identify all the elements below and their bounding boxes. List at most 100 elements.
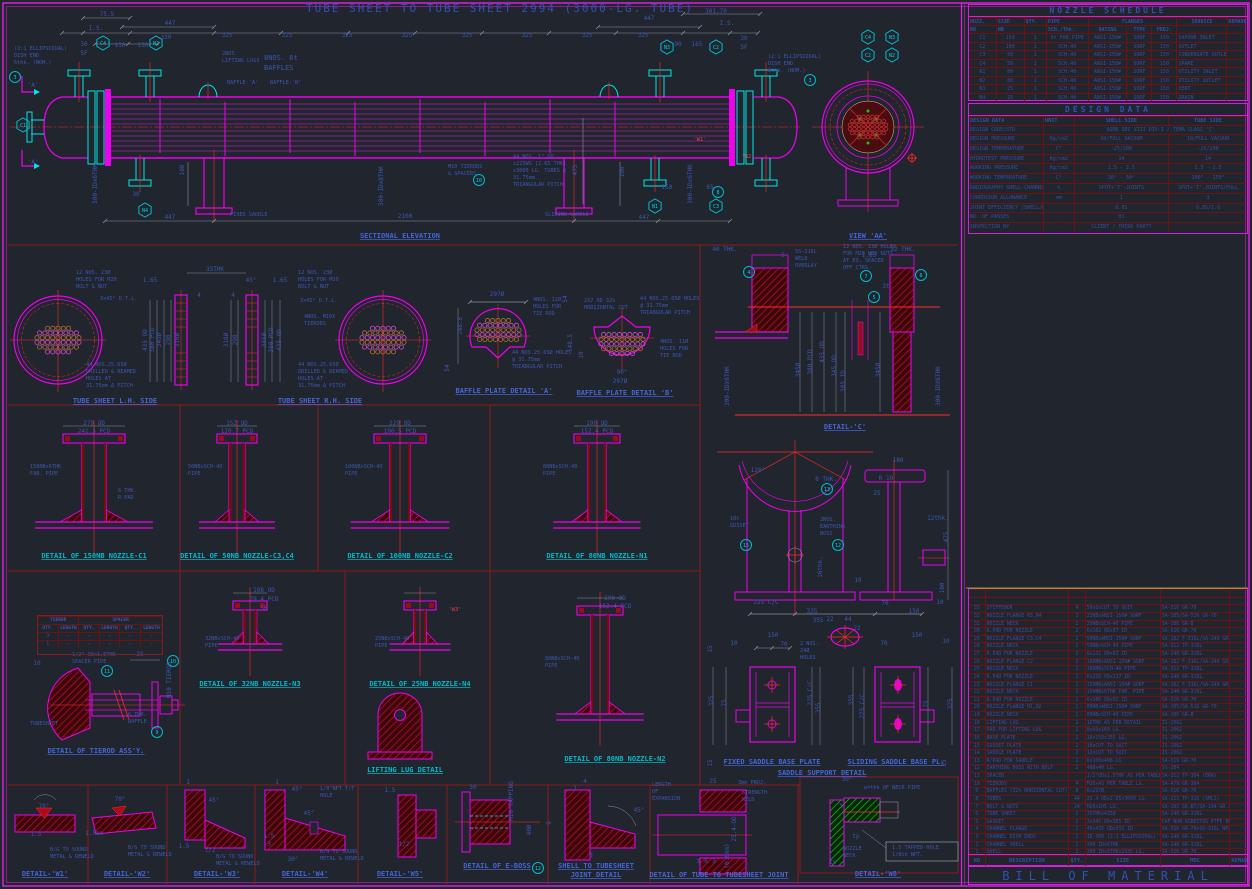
dim-label: 3mm PROJ. — [738, 780, 766, 786]
table-cell: EARTHING BOSS WITH BOLT — [985, 764, 1070, 772]
table-cell: 16 — [969, 733, 986, 742]
table-cell: 1 — [1069, 650, 1086, 658]
table-cell: 1 — [1069, 657, 1086, 666]
table-cell — [1230, 604, 1247, 612]
dim-label: 70° — [39, 803, 50, 810]
table-cell: 2 — [1069, 619, 1086, 628]
table-cell: -25/200 — [1169, 143, 1247, 154]
dim-label: 2NOS. — [222, 51, 238, 57]
col-header: QTY. — [79, 624, 100, 632]
table-cell: SADDLE PLATE — [985, 749, 1070, 757]
dim-label: AT EQ. SPACED — [843, 258, 884, 264]
dim-label: HOLES FOR M20 — [298, 277, 339, 283]
dim-label: SF — [740, 44, 748, 51]
detail-label: LIFTING LUG DETAIL — [367, 766, 443, 774]
table-cell: SPARE — [1177, 58, 1228, 67]
dim-label: TRIANGULAR PITCH — [513, 182, 563, 188]
table-cell: 1 — [1069, 665, 1086, 673]
table-cell: 1 — [1024, 84, 1047, 93]
dim-label: 325 — [342, 32, 353, 39]
table-cell — [985, 596, 1070, 605]
detail-label: DETAIL OF 25NB NOZZLE-N4 — [369, 680, 470, 688]
table-cell: NOZZLE NECK — [985, 665, 1070, 673]
dim-label: 380 PCD — [268, 327, 275, 353]
design-data-title: DESIGN DATA — [968, 103, 1248, 116]
table-cell: SA-312 TP-316L — [1160, 642, 1231, 650]
table-cell: 26 — [969, 657, 986, 666]
table-cell: – — [99, 640, 121, 648]
table-cell: 150NBx6THK FAB. PIPE — [1085, 688, 1161, 696]
dim-label: 45° — [634, 807, 645, 814]
dim-label: 65 — [706, 184, 714, 191]
table-cell — [1230, 833, 1247, 841]
table-cell: 80NBxANSI-150# SORF — [1085, 703, 1161, 711]
dim-label: 100NBxSCH-40 — [345, 464, 382, 470]
table-cell — [1230, 611, 1247, 620]
table-cell: SPACER — [985, 772, 1070, 780]
svg-text:8: 8 — [716, 190, 719, 196]
dim-label: 1.65 — [862, 252, 877, 259]
item-balloon-11: 11 — [101, 665, 113, 677]
table-cell: – — [99, 632, 121, 640]
dim-label: 301.70 — [705, 8, 727, 15]
table-cell: 10xCUT TO SUIT — [1085, 741, 1161, 750]
dim-label: METAL & REWELD — [320, 856, 364, 862]
table-cell — [1227, 84, 1247, 93]
dim-label: 16thk. — [817, 556, 824, 578]
svg-text:3: 3 — [13, 75, 16, 81]
table-cell: 80NBxSCH-40 PIPE — [1085, 711, 1161, 719]
dim-label: 305 ID — [840, 370, 847, 392]
table-cell: 3x345 ODx305 ID — [1085, 817, 1161, 826]
table-cell: -25/200 — [1074, 143, 1170, 154]
dim-label: 330 — [161, 34, 172, 41]
table-cell: SA-182 F-316L/SA-240 GR-316L — [1160, 657, 1231, 666]
table-cell: SA-213 TP-316 (SMLS) — [1160, 794, 1231, 803]
dim-label: & SPACERS — [448, 171, 476, 177]
table-cell: SA-106 GR-B — [1160, 711, 1231, 719]
dim-label: PIPE — [205, 643, 218, 649]
table-cell: NOZZLE NECK — [985, 619, 1070, 628]
dim-label: TIE ROD — [660, 353, 682, 359]
table-cell: - — [1044, 212, 1075, 223]
table-cell: 32 — [969, 611, 986, 620]
dim-label: BOSS — [820, 531, 833, 537]
dim-label: 300-IDx8THK — [378, 166, 385, 206]
dim-label: 4 — [583, 778, 587, 785]
table-cell: 1 — [1069, 848, 1086, 856]
dim-label: 75 — [923, 700, 930, 708]
table-cell: 2 — [1069, 695, 1086, 704]
table-cell: 35THKx435Ø — [1085, 810, 1161, 818]
table-cell: NOZZLE FLANGE C2 — [985, 657, 1070, 666]
nozzle-balloon-N1: N1 — [648, 198, 662, 214]
svg-text:C4: C4 — [100, 41, 106, 47]
svg-text:5: 5 — [872, 295, 875, 301]
dim-label: tn — [829, 859, 837, 866]
svg-text:C4: C4 — [865, 35, 871, 41]
table-cell: 6x132 ODx63 ID — [1085, 650, 1161, 658]
dim-label: 4NOS. 11Ø — [533, 296, 562, 303]
col-header: NO — [969, 855, 986, 866]
table-cell: SA-240 GR-316L — [1160, 650, 1231, 658]
table-cell: CLIENT / THIRD PARTY — [1074, 222, 1170, 232]
dim-label: 3 — [696, 858, 700, 865]
table-cell: % — [1044, 182, 1075, 193]
item-balloon-3: 3 — [804, 74, 816, 86]
dim-label: B/G TO SOUND — [128, 845, 165, 851]
item-balloon-4: 4 — [743, 266, 755, 278]
dim-label: 15 — [707, 759, 714, 767]
dim-label: 45° — [292, 786, 303, 793]
detail-label: DETAIL OF TUBE TO TUBESHEET JOINT — [649, 871, 788, 879]
table-cell: PAD FOR LIFTING LUG — [985, 726, 1070, 734]
table-cell: SHELL — [985, 848, 1070, 856]
dim-label: FAB. PIPE — [30, 471, 58, 477]
dim-label: B/G TO SOUND — [50, 847, 87, 853]
detail-label: DETAIL-'W4' — [282, 870, 328, 878]
table-cell: mm — [1044, 192, 1075, 203]
table-cell — [969, 596, 986, 605]
item-balloon-12: 12 — [832, 539, 844, 551]
dim-label: 150NBx6THK — [30, 464, 62, 470]
table-cell: - — [1069, 772, 1086, 780]
